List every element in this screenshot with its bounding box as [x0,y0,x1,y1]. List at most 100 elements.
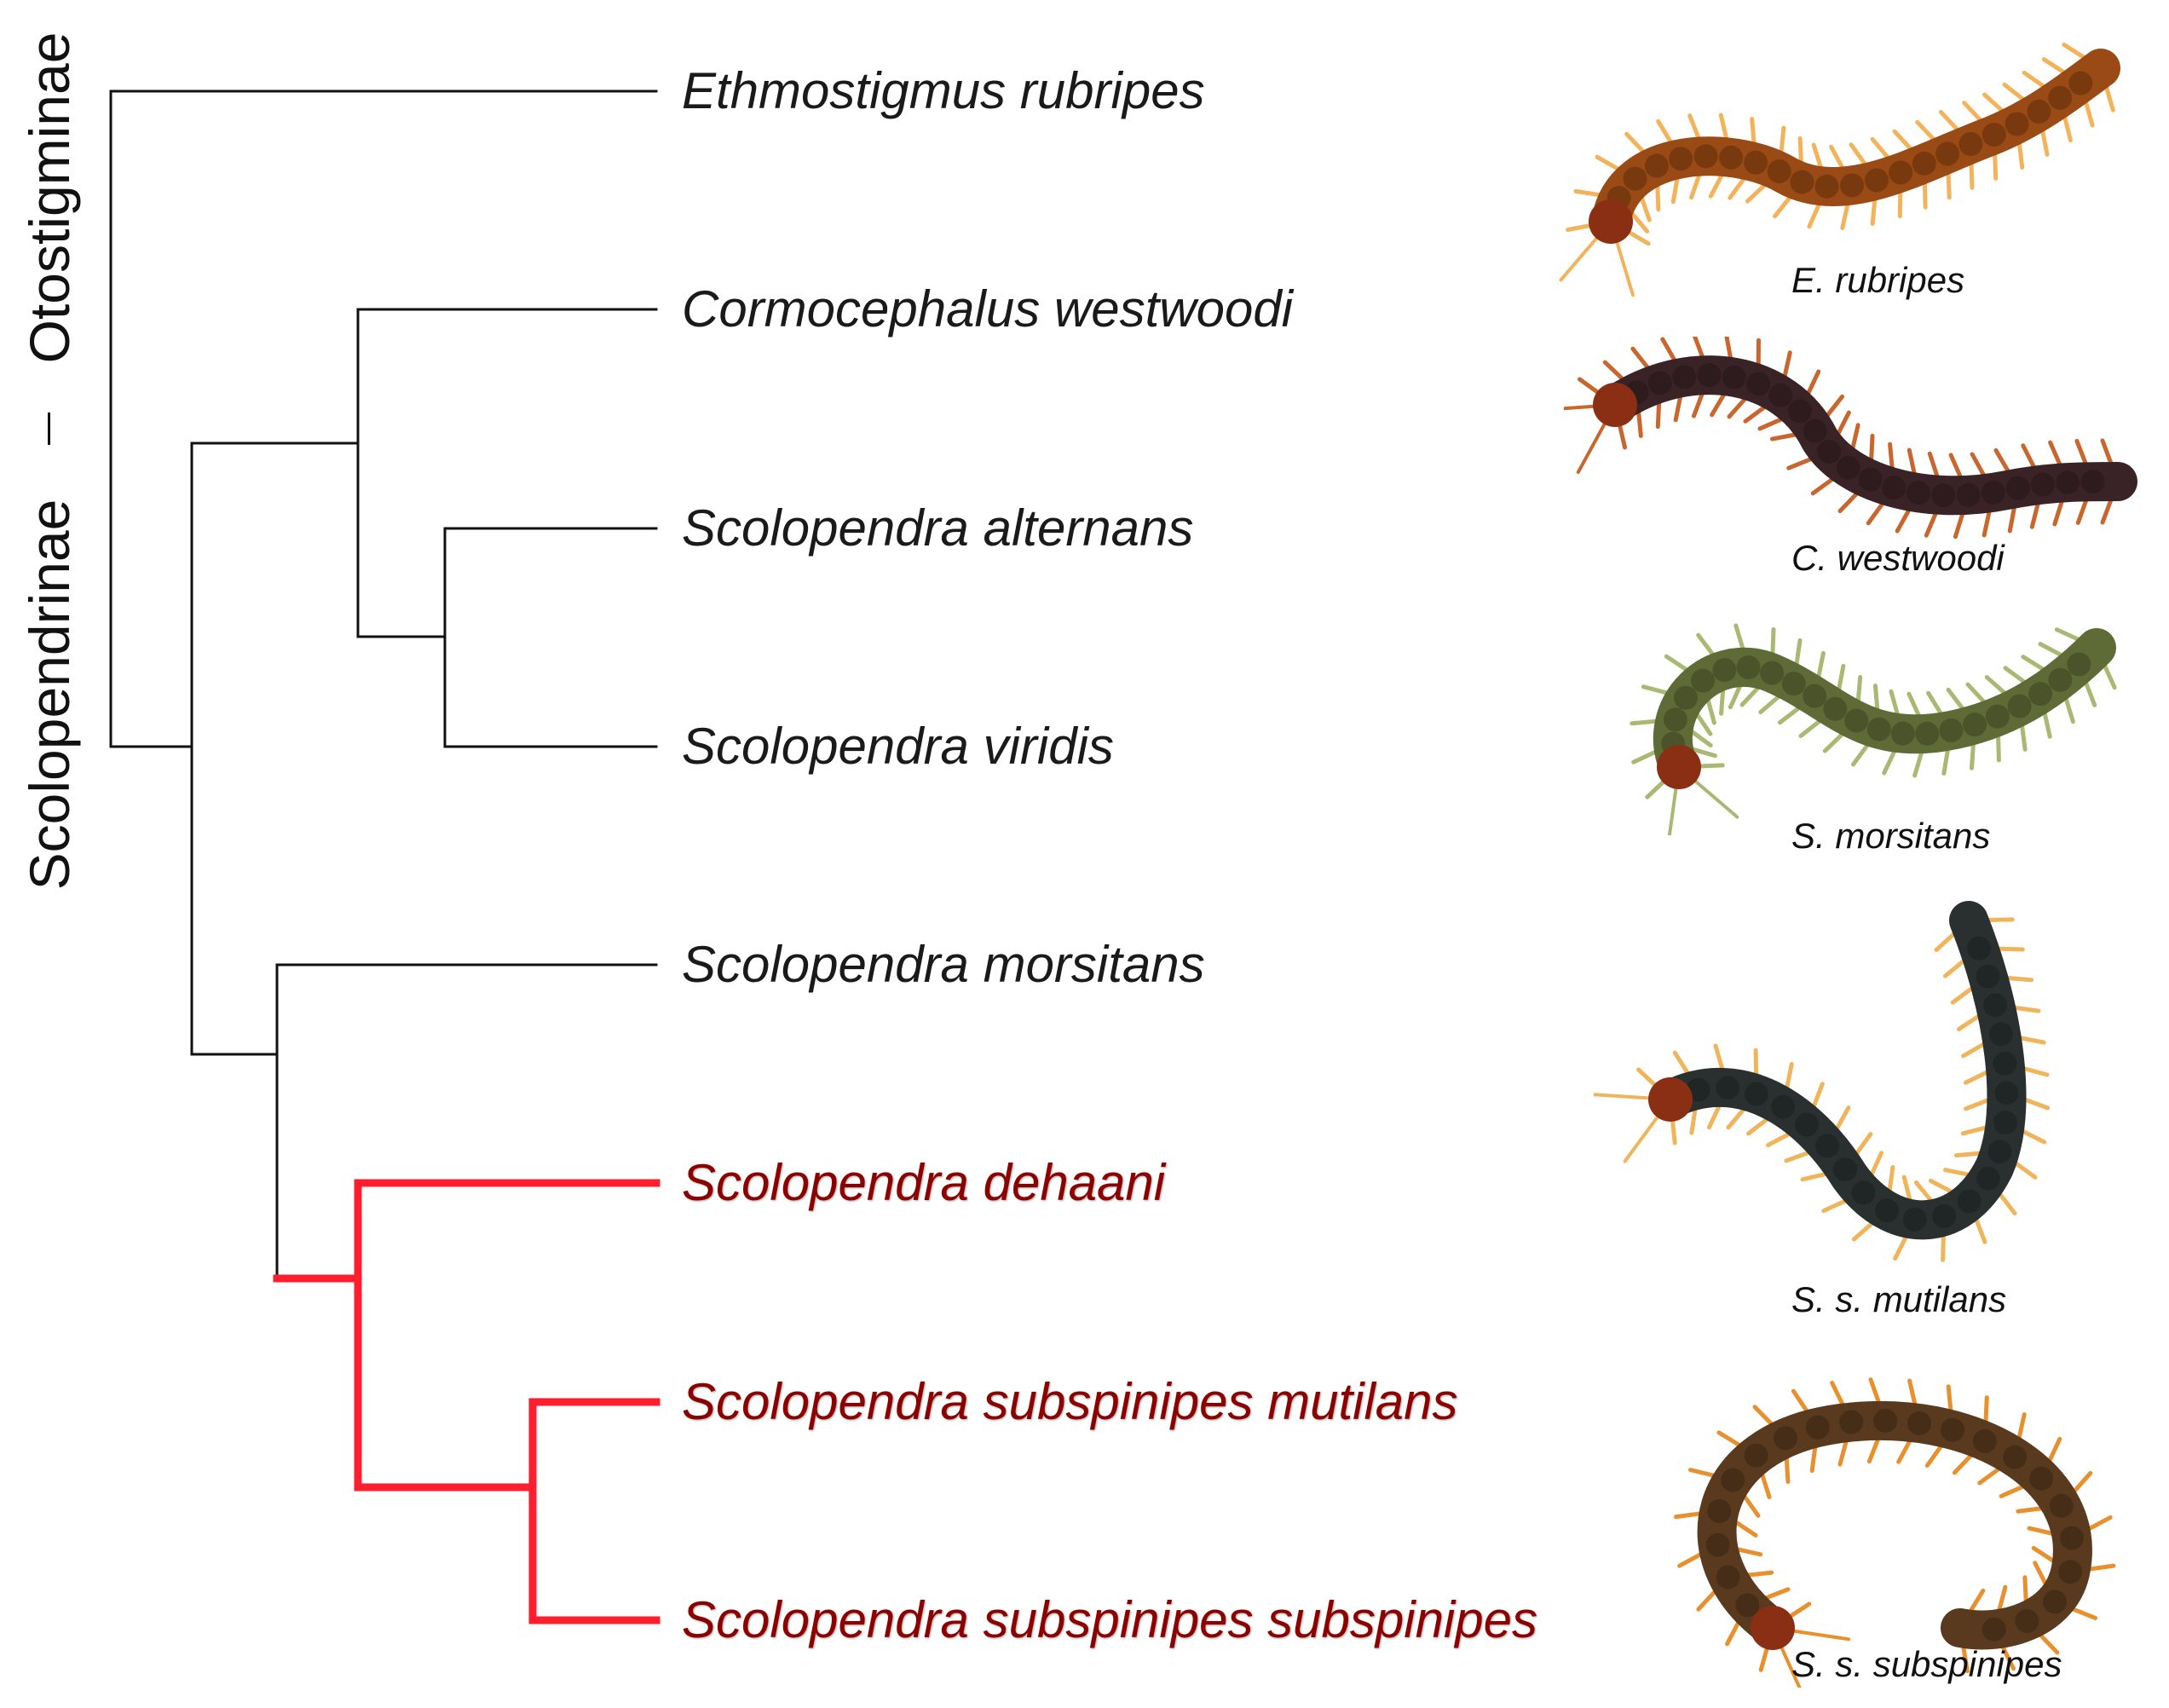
clade-label-scolopendrinae: Scolopendrinae [18,499,81,891]
centipede-segment [1864,168,1889,193]
centipede-segment [1873,1408,1898,1433]
centipede-segment [1840,173,1865,198]
centipede-segment [1931,483,1956,508]
centipede-segment [1882,476,1907,500]
centipede-segment [1794,1112,1819,1137]
centipede-segment [1768,383,1793,407]
centipede-head [1657,745,1701,789]
centipede-segment [1686,1077,1710,1102]
centipede-segment [1719,145,1744,170]
centipede-segment [1983,993,2008,1018]
centipede-segment [1844,708,1869,733]
centipede-segment [1907,481,1931,505]
centipede-segment [1985,704,2010,729]
clade-divider [48,413,50,445]
centipede-segment [2005,476,2030,500]
centipede-segment [1993,1111,2017,1135]
centipede-segment [1976,1166,2000,1191]
centipede-segment [1663,707,1687,732]
centipede-segment [1744,1443,1768,1468]
centipede-segment [1972,1428,1997,1453]
centipede-head [1589,199,1633,244]
centipede-segment [1851,1180,1876,1205]
caption-c-westwoodi: C. westwoodi [1791,538,2005,578]
centipede-segment [1707,1498,1732,1523]
centipede-segment [1773,1426,1797,1451]
centipede-segment [2027,99,2051,124]
centipede-segment [2030,472,2055,497]
centipede-segment [1889,160,1913,185]
photo-s-morsitans [1630,623,2117,835]
centipede-segment [1912,151,1936,176]
centipede-segment [1771,1094,1796,1119]
centipede-segment [1935,141,1960,166]
centipede-segment [1902,1207,1927,1232]
centipede-segment [1907,1411,1931,1436]
centipede-body [1595,355,2137,516]
centipede-segment [1746,372,1771,396]
centipede-segment [1832,1157,1857,1182]
taxon-scolopendra-alternans: Scolopendra alternans [682,499,1194,557]
centipede-segment [1890,721,1915,746]
centipede-segment [1623,166,1647,191]
centipede-segment [1967,936,1992,961]
photo-s-s-mutilans [1594,901,2051,1262]
centipede-segment [1963,713,1987,737]
taxon-ethmostigmus-rubripes: Ethmostigmus rubripes [682,62,1205,119]
centipede-segment [1957,1189,1982,1214]
centipede-segment [1722,365,1746,389]
caption-e-rubripes: E. rubripes [1791,260,1965,300]
centipede-segment [1803,418,1827,443]
centipede-segment [1982,1617,2006,1642]
centipede-body [1653,628,2116,787]
photo-c-westwoodi [1564,337,2137,540]
centipede-segment [1858,467,1883,492]
centipede-segment [1981,480,2005,505]
centipede-segment [1767,159,1791,184]
taxon-scolopendra-dehaani: Scolopendra dehaani [682,1154,1166,1211]
centipede-segment [2015,1608,2039,1633]
centipede-segment [1803,684,1827,708]
caption-s-s-mutilans: S. s. mutilans [1791,1279,2007,1319]
centipede-body [1591,49,2120,241]
centipede-segment [2048,85,2073,110]
centipede-segment [2048,667,2073,692]
centipede-segment [2058,1560,2083,1584]
centipede-segment [2059,1526,2084,1550]
centipede-segment [1805,1415,1830,1440]
centipede-segment [1721,1468,1745,1492]
centipede-segment [2003,1445,2028,1469]
centipede-segment [1988,1022,2013,1047]
centipede-segment [1823,696,1848,721]
centipede-segment [2049,1493,2074,1518]
centipede-segment [1976,964,2000,989]
centipede-segment [1915,721,1940,746]
taxon-scolopendra-viridis: Scolopendra viridis [682,718,1114,775]
centipede-segment [1716,1565,1740,1590]
centipede-segment [1674,685,1699,710]
centipede-segment [1669,147,1693,171]
centipede-segment [1697,363,1722,388]
centipede-segment [1958,131,1983,156]
centipede-segment [1705,1532,1730,1557]
centipede-segment [1939,718,1964,742]
centipede-segment [1736,655,1761,680]
centipede-segment [1693,144,1718,169]
centipede-segment [1982,123,2006,147]
centipede-segment [1941,1417,1965,1442]
centipede-segment [1735,1593,1760,1618]
taxon-scolopendra-subspinipes-mutilans: Scolopendra subspinipes mutilans [682,1373,1458,1430]
centipede-segment [1817,439,1842,464]
centipede-segment [2029,1466,2054,1491]
centipede-segment [1866,717,1891,741]
centipede-segment [1815,1134,1840,1158]
centipede-segment [2068,71,2093,95]
centipede-segment [1987,1140,2012,1164]
centipede-segment [2005,112,2029,136]
centipede-segment [1790,170,1814,194]
centipede-segment [1781,672,1806,696]
caption-s-morsitans: S. morsitans [1791,816,1991,856]
photo-s-s-subspinipes [1673,1377,2116,1688]
